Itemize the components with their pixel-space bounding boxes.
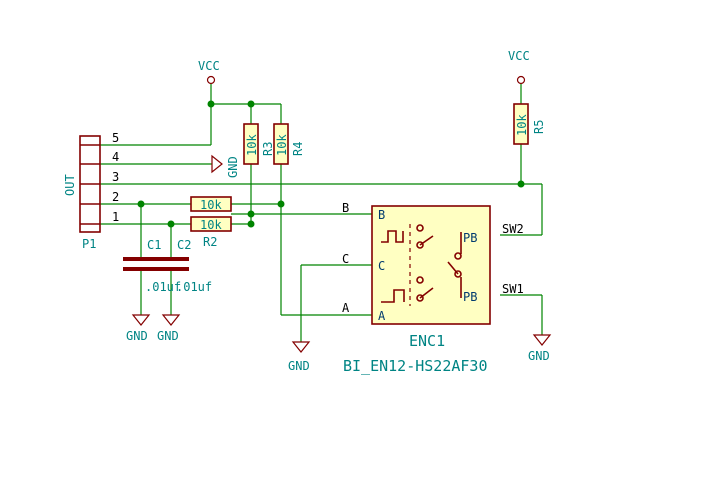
pb-lever (447, 261, 459, 275)
vcc-right-symbol: VCC (508, 49, 530, 85)
pin-number-1: 1 (112, 210, 119, 224)
encoder-part-label: BI_EN12-HS22AF30 (343, 357, 488, 375)
net-label-c: C (342, 252, 349, 266)
gnd-connector-label: GND (226, 156, 240, 178)
resistor-body (190, 196, 232, 212)
pin-number-4: 4 (112, 150, 119, 164)
waveform-a (381, 289, 405, 303)
switch-lever (419, 235, 434, 246)
r5-value-label: 10k (515, 114, 529, 136)
gnd-c2-symbol: GND (157, 314, 181, 343)
r4-ref-label: R4 (291, 142, 305, 156)
junction (207, 100, 215, 108)
wires (100, 84, 543, 342)
switch-lever (419, 287, 434, 299)
c1-value-label: .01uf (145, 280, 181, 294)
resistor-r2: 10k R2 (190, 216, 232, 249)
connector-out-label: OUT (63, 174, 77, 196)
contact (416, 276, 424, 284)
gnd-triangle (131, 314, 151, 326)
gnd-right-label: GND (528, 349, 550, 363)
pb-contact (454, 252, 462, 260)
gnd-mid-symbol: GND (288, 341, 311, 373)
encoder-body (371, 205, 491, 325)
gnd-c1-label: GND (126, 329, 148, 343)
pin-number-3: 3 (112, 170, 119, 184)
vcc-right-label: VCC (508, 49, 530, 63)
resistor-body (513, 103, 529, 145)
vcc-terminal (516, 75, 526, 85)
gnd-mid-label: GND (288, 359, 310, 373)
r2-ref-label: R2 (203, 235, 217, 249)
r3-value-label: 10k (245, 134, 259, 156)
pb-top-label: PB (463, 231, 477, 245)
sw1-label: SW1 (502, 282, 524, 296)
resistor-r5: 10k R5 (513, 103, 546, 145)
junction (247, 220, 255, 228)
connector-ref-label: P1 (82, 237, 96, 251)
c2-ref-label: C2 (177, 238, 191, 252)
net-label-a: A (342, 301, 350, 315)
junction (137, 200, 145, 208)
vcc-left-label: VCC (198, 59, 220, 73)
gnd-right-symbol: GND (528, 334, 552, 363)
connector-p1: 5 4 3 2 1 OUT P1 (63, 131, 119, 251)
junction (247, 100, 255, 108)
vcc-terminal (206, 75, 216, 85)
pb-bottom-label: PB (463, 290, 477, 304)
resistor-r4: 10k R4 (273, 123, 305, 165)
r1-value-label: 10k (200, 198, 222, 212)
junctions (137, 100, 525, 228)
resistor-body (243, 123, 259, 165)
r2-value-label: 10k (200, 218, 222, 232)
r3-ref-label: R3 (261, 142, 275, 156)
gnd-triangle (532, 334, 552, 346)
encoder-ref-label: ENC1 (409, 332, 445, 350)
gnd-c2-label: GND (157, 329, 179, 343)
pb-contact (454, 270, 462, 278)
pin-number-2: 2 (112, 190, 119, 204)
r4-value-label: 10k (275, 134, 289, 156)
contact (416, 224, 424, 232)
junction (277, 200, 285, 208)
resistor-r3: 10k R3 (243, 123, 275, 165)
encoder-enc1: B C A PB PB SW2 SW1 ENC1 BI_EN12-HS22AF3… (343, 205, 524, 375)
junction (247, 210, 255, 218)
waveform-b (381, 230, 404, 243)
junction (517, 180, 525, 188)
resistor-body (273, 123, 289, 165)
gnd-triangle (211, 154, 223, 174)
junction (167, 220, 175, 228)
gnd-connector-symbol: GND (211, 154, 240, 178)
encoder-pin-c-label: C (378, 259, 385, 273)
contact (416, 294, 424, 302)
gnd-triangle (291, 341, 311, 353)
c2-value-label: .01uf (176, 280, 212, 294)
pin-number-5: 5 (112, 131, 119, 145)
encoder-pin-a-label: A (378, 309, 386, 323)
encoder-pin-b-label: B (378, 208, 385, 222)
sw2-label: SW2 (502, 222, 524, 236)
vcc-left-symbol: VCC (198, 59, 220, 85)
c1-ref-label: C1 (147, 238, 161, 252)
capacitor-c1-c2: C1 C2 .01uf .01uf (123, 238, 212, 294)
r5-ref-label: R5 (532, 120, 546, 134)
gnd-triangle (161, 314, 181, 326)
net-label-b: B (342, 201, 349, 215)
gnd-c1-symbol: GND (126, 314, 151, 343)
resistor-body (190, 216, 232, 232)
contact (416, 241, 424, 249)
